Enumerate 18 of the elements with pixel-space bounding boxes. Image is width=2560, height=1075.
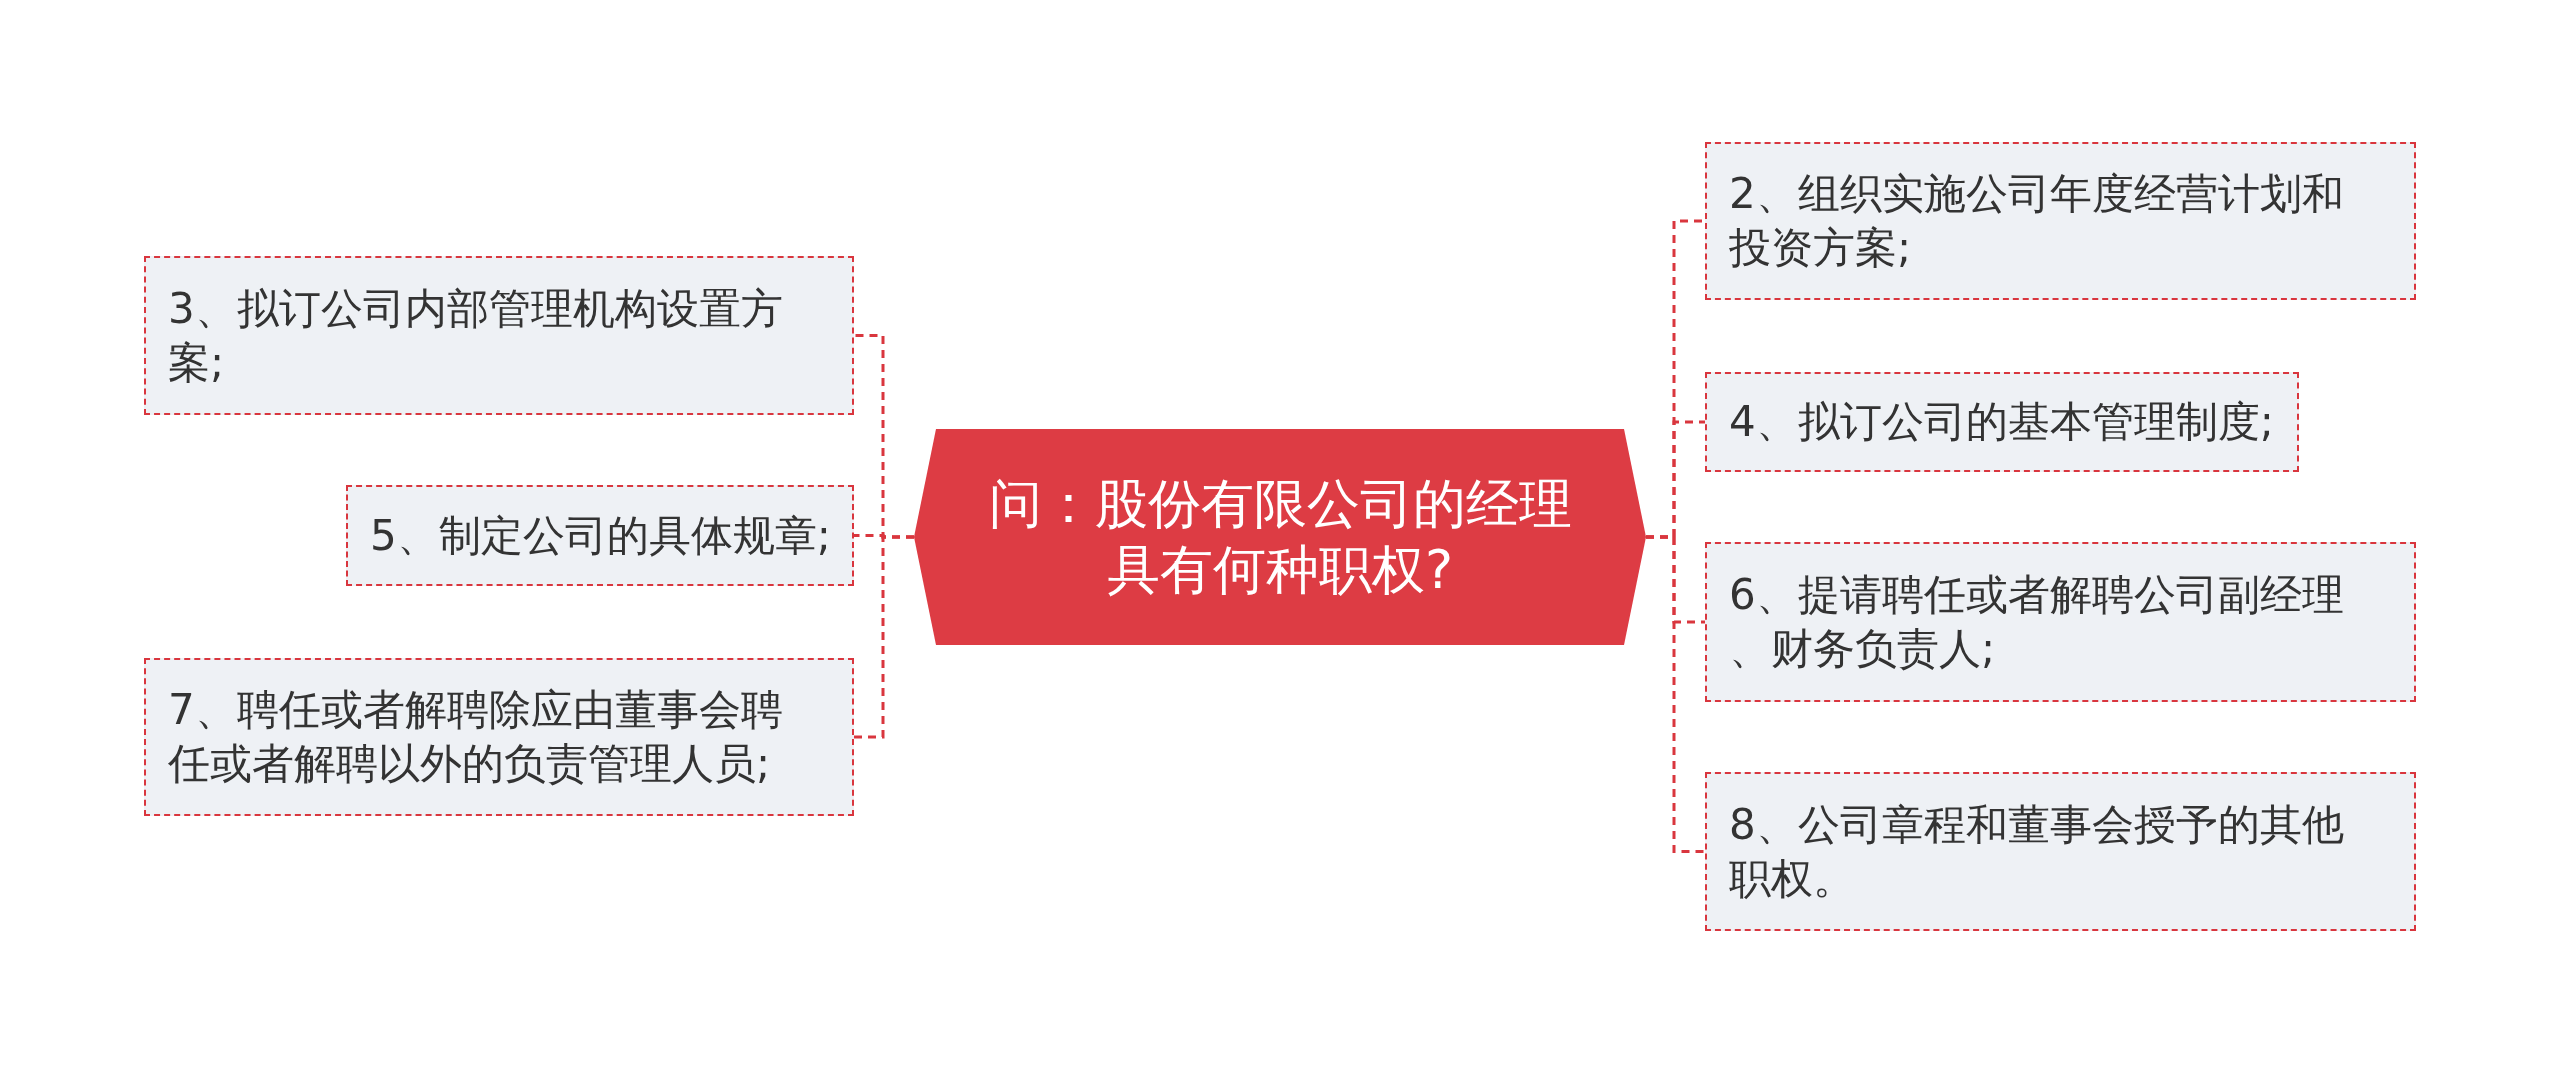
connector-line xyxy=(1646,535,1705,853)
topic-text: 3、拟订公司内部管理机构设置方案; xyxy=(168,282,784,389)
topic-box xyxy=(1705,772,2416,931)
central-topic-hexagon xyxy=(914,429,1646,645)
topic-text: 8、公司章程和董事会授予的其他职权。 xyxy=(1729,798,2345,905)
topic-box xyxy=(346,485,854,586)
topic-text: 2、组织实施公司年度经营计划和投资方案; xyxy=(1729,168,2345,274)
topic-box xyxy=(1705,142,2416,300)
topic-box xyxy=(1705,372,2299,472)
topic-text: 4、拟订公司的基本管理制度; xyxy=(1729,396,2274,448)
topic-box xyxy=(144,256,854,415)
topic-text: 7、聘任或者解聘除应由董事会聘任或者解聘以外的负责管理人员; xyxy=(168,684,784,790)
topic-box xyxy=(1705,542,2416,702)
central-topic-text: 问：股份有限公司的经理具有何种职权? xyxy=(987,472,1573,602)
topic-box xyxy=(144,658,854,816)
connector-line xyxy=(854,535,914,739)
topic-text: 6、提请聘任或者解聘公司副经理、财务负责人; xyxy=(1729,569,2345,675)
topic-text: 5、制定公司的具体规章; xyxy=(370,509,831,562)
